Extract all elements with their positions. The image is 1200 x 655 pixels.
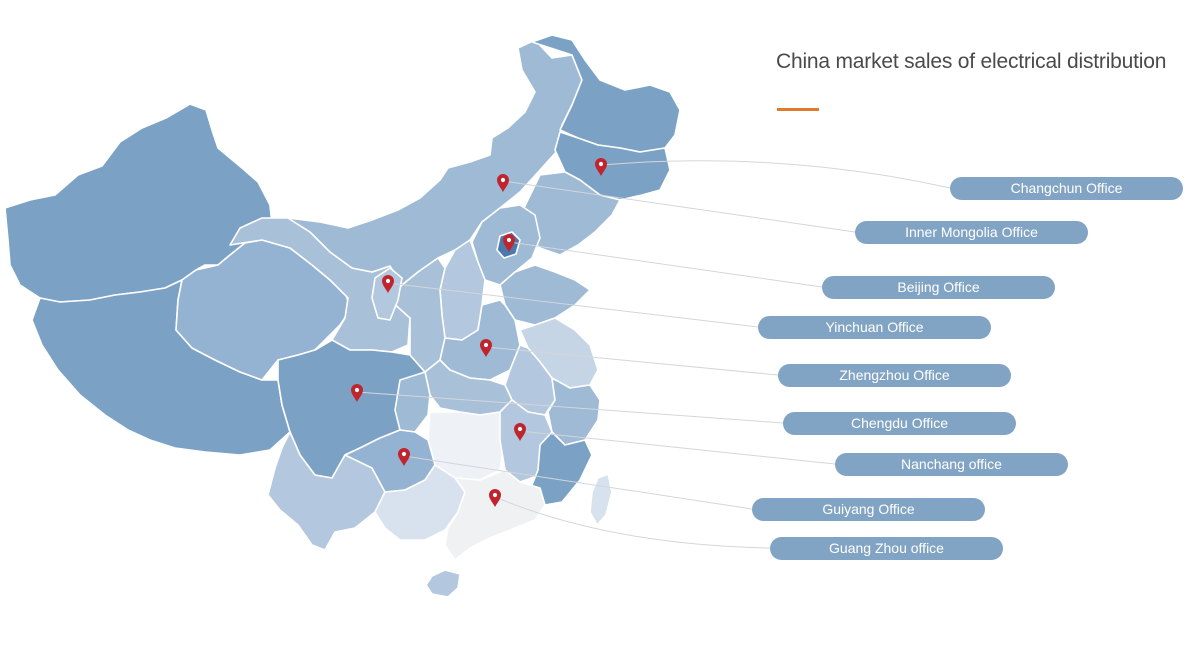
region-yunnan[interactable] xyxy=(267,431,386,551)
location-pin-icon[interactable] xyxy=(497,174,509,192)
region-hainan[interactable] xyxy=(425,569,461,598)
region-heilongjiang[interactable] xyxy=(531,34,681,153)
region-inner-mongolia[interactable] xyxy=(287,39,583,286)
office-button-nanchang[interactable]: Nanchang office xyxy=(835,453,1068,476)
title-underline xyxy=(777,108,819,111)
location-pin-icon[interactable] xyxy=(503,234,515,252)
leader-line-nanchang xyxy=(519,430,836,465)
location-pin-icon[interactable] xyxy=(398,448,410,466)
location-pin-icon[interactable] xyxy=(595,158,607,176)
office-button-chengdu[interactable]: Chengdu Office xyxy=(783,412,1016,435)
location-pin-icon[interactable] xyxy=(382,275,394,293)
office-button-changchun[interactable]: Changchun Office xyxy=(950,177,1183,200)
leader-line-zhengzhou xyxy=(485,346,779,376)
region-fujian[interactable] xyxy=(529,431,593,506)
office-button-beijing[interactable]: Beijing Office xyxy=(822,276,1055,299)
leader-line-changchun xyxy=(600,160,951,189)
office-button-guiyang[interactable]: Guiyang Office xyxy=(752,498,985,521)
region-taiwan[interactable] xyxy=(589,473,613,526)
office-button-zhengzhou[interactable]: Zhengzhou Office xyxy=(778,364,1011,387)
office-button-yinchuan[interactable]: Yinchuan Office xyxy=(758,316,991,339)
page-title: China market sales of electrical distrib… xyxy=(776,50,1167,73)
leader-line-inner-mongolia xyxy=(502,180,856,233)
region-guizhou[interactable] xyxy=(344,429,436,493)
office-button-inner-mongolia[interactable]: Inner Mongolia Office xyxy=(855,221,1088,244)
location-pin-icon[interactable] xyxy=(480,339,492,357)
region-guangdong[interactable] xyxy=(444,469,546,561)
region-chongqing[interactable] xyxy=(394,371,431,433)
leader-line-guiyang xyxy=(403,455,753,510)
leader-lines xyxy=(356,160,951,549)
location-pin-icon[interactable] xyxy=(489,489,501,507)
location-pins xyxy=(351,158,607,507)
leader-line-guangzhou xyxy=(494,496,771,549)
leader-line-chengdu xyxy=(356,391,784,424)
location-pin-icon[interactable] xyxy=(514,423,526,441)
region-ningxia[interactable] xyxy=(371,267,403,321)
region-shandong[interactable] xyxy=(499,264,591,326)
location-pin-icon[interactable] xyxy=(351,384,363,402)
office-button-guangzhou[interactable]: Guang Zhou office xyxy=(770,537,1003,560)
leader-line-beijing xyxy=(508,241,823,288)
leader-line-yinchuan xyxy=(387,282,759,328)
